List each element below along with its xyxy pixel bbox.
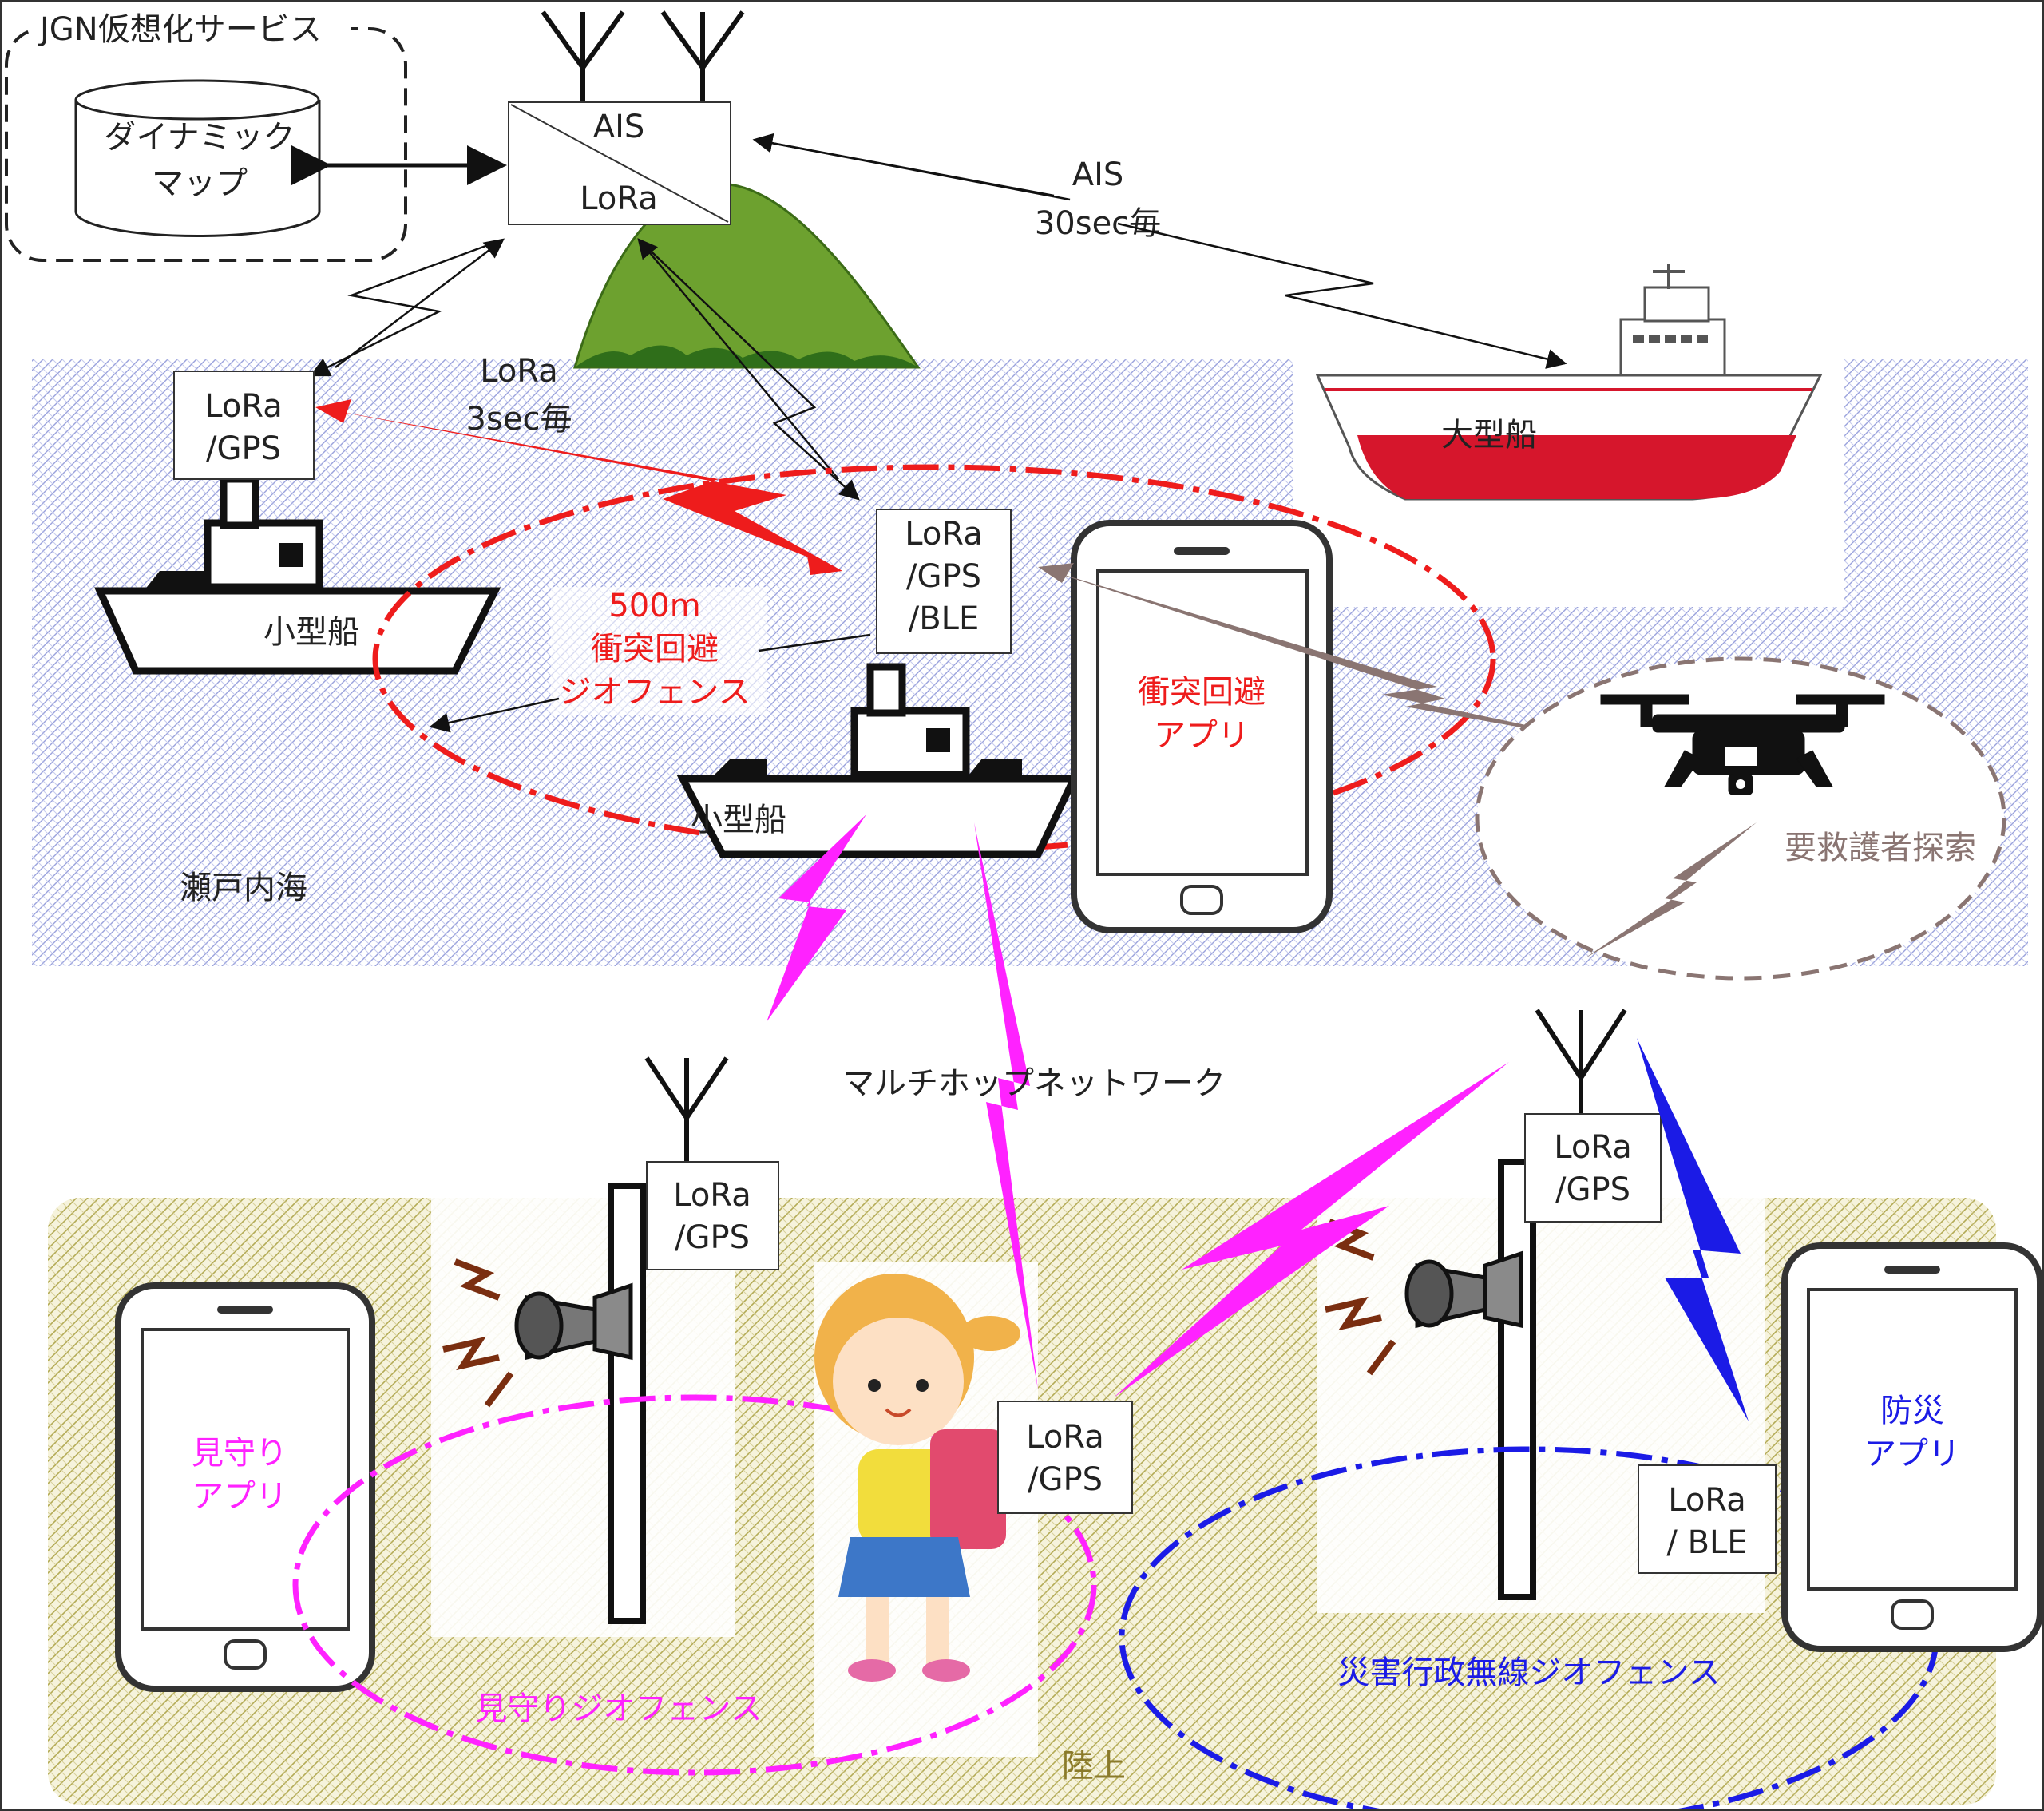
watch-geofence-ellipse xyxy=(292,1394,1097,1776)
child-device-label-1: LoRa xyxy=(1026,1419,1103,1456)
pole-left-icon xyxy=(514,1056,729,1624)
land-area-label: 陸上 xyxy=(1062,1748,1126,1785)
collision-app-phone xyxy=(1071,520,1333,933)
small-ship-center-device-box xyxy=(876,509,1012,654)
speaker-sound-left xyxy=(442,1258,514,1408)
dynamic-map-cylinder: ダイナミック マップ xyxy=(74,79,321,237)
geofence-radius-arrow xyxy=(429,697,560,733)
lora-link-left xyxy=(309,238,504,377)
ble-brown-lightning xyxy=(1038,567,1629,747)
watch-geofence-label: 見守りジオフェンス xyxy=(475,1690,762,1727)
collision-app-label-2: アプリ xyxy=(1154,717,1250,754)
pole-left-device-label-2: /GPS xyxy=(675,1219,750,1256)
small-ship-left-device-label-2: /GPS xyxy=(206,430,281,467)
child-device-box xyxy=(997,1401,1133,1514)
base-antenna-icon xyxy=(541,10,745,104)
child-icon xyxy=(814,1274,1020,1682)
ais-link-label-2: 30sec毎 xyxy=(1035,205,1161,242)
small-ship-center-device-label-3: /BLE xyxy=(909,600,979,637)
lora-link-label-1: LoRa xyxy=(480,353,557,390)
lora-link-center xyxy=(638,239,860,501)
base-station-lora-label: LoRa xyxy=(580,180,657,217)
search-brown-lightning xyxy=(1585,822,1757,958)
disaster-app-label-2: アプリ xyxy=(1864,1436,1960,1472)
disaster-blue-lightning xyxy=(1637,1038,1749,1421)
collision-geofence-label-3: ジオフェンス xyxy=(559,674,750,711)
rescue-search-label: 要救護者探索 xyxy=(1785,830,1976,866)
rescue-search-circle xyxy=(1475,656,2006,981)
collision-geofence-label-1: 500m xyxy=(608,588,700,624)
watch-app-label-1: 見守り xyxy=(192,1435,287,1472)
multihop-network-label: マルチホップネットワーク xyxy=(842,1065,1226,1102)
dynamic-map-label-1: ダイナミック xyxy=(104,119,295,156)
child-device-label-2: /GPS xyxy=(1028,1461,1103,1498)
disaster-geofence-label: 災害行政無線ジオフェンス xyxy=(1337,1654,1720,1691)
disaster-device-label-1: LoRa xyxy=(1668,1482,1745,1519)
large-ship-icon: 大型船 xyxy=(1315,264,1823,501)
multihop-magenta-lightning-1 xyxy=(766,814,866,1022)
small-ship-left-device-label-1: LoRa xyxy=(204,388,282,425)
multihop-magenta-lightning-3 xyxy=(1114,1062,1509,1397)
small-ship-left-device-box xyxy=(173,371,315,480)
collision-geofence-label-2: 衝突回避 xyxy=(591,631,719,668)
disaster-device-box xyxy=(1638,1464,1777,1574)
lora-red-lightning xyxy=(315,407,842,571)
large-ship-label: 大型船 xyxy=(1441,417,1537,454)
small-ship-center-device-label-1: LoRa xyxy=(905,516,982,553)
small-ship-left-label: 小型船 xyxy=(263,614,359,651)
lora-link-label-2: 3sec毎 xyxy=(466,401,572,438)
pole-left-device-box xyxy=(646,1161,779,1270)
pole-right-device-box xyxy=(1524,1113,1662,1223)
dynamic-map-label-2: マップ xyxy=(152,165,248,202)
watch-app-phone xyxy=(115,1282,375,1692)
mountain-icon xyxy=(573,182,921,369)
pole-right-device-label-2: /GPS xyxy=(1555,1171,1630,1208)
collision-geofence-label: 500m 衝突回避 ジオフェンス xyxy=(551,587,766,715)
drone-icon xyxy=(1600,694,1885,795)
base-station-ais-label: AIS xyxy=(593,109,645,145)
jgn-service-label: JGN仮想化サービス xyxy=(38,11,322,48)
multihop-magenta-lightning-2 xyxy=(974,822,1038,1389)
small-ship-center-device-label-2: /GPS xyxy=(906,558,981,595)
pole-right-device-label-1: LoRa xyxy=(1554,1129,1631,1166)
pole-left-device-label-1: LoRa xyxy=(673,1177,751,1214)
disaster-app-phone xyxy=(1781,1242,2043,1652)
disaster-device-label-2: / BLE xyxy=(1666,1524,1747,1561)
sea-area-label: 瀬戸内海 xyxy=(180,870,307,906)
disaster-app-label-1: 防災 xyxy=(1880,1393,1944,1429)
ais-link-label-1: AIS xyxy=(1072,157,1124,193)
collision-app-label-1: 衝突回避 xyxy=(1138,674,1266,711)
watch-app-label-2: アプリ xyxy=(192,1478,287,1515)
small-ship-center-label: 小型船 xyxy=(691,802,786,838)
